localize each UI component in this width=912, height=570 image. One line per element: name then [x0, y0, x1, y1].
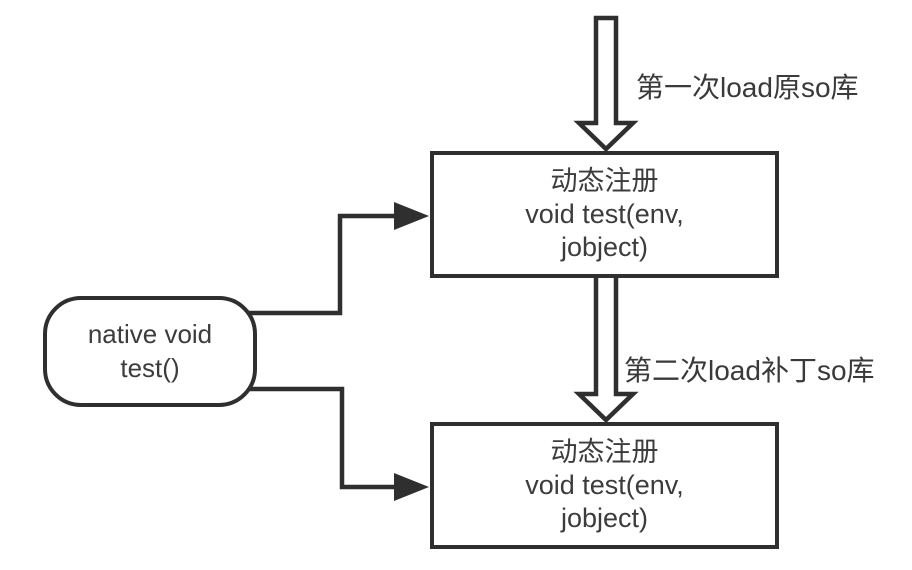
native-method-node: native void test() — [43, 296, 257, 407]
connector-to-patch-box — [248, 386, 402, 490]
dynamic-register-patch-node: 动态注册 void test(env, jobject) — [430, 422, 779, 549]
second-load-block-arrow-icon — [573, 269, 639, 424]
connector-to-original-box — [248, 213, 402, 316]
connector-arrowhead-bottom-icon — [394, 473, 429, 501]
connector-arrowhead-top-icon — [394, 202, 429, 230]
second-load-label: 第二次load补丁so库 — [624, 355, 875, 386]
dynamic-register-original-node: 动态注册 void test(env, jobject) — [430, 151, 779, 278]
first-load-label: 第一次load原so库 — [636, 72, 859, 103]
first-load-block-arrow-icon — [573, 15, 639, 153]
